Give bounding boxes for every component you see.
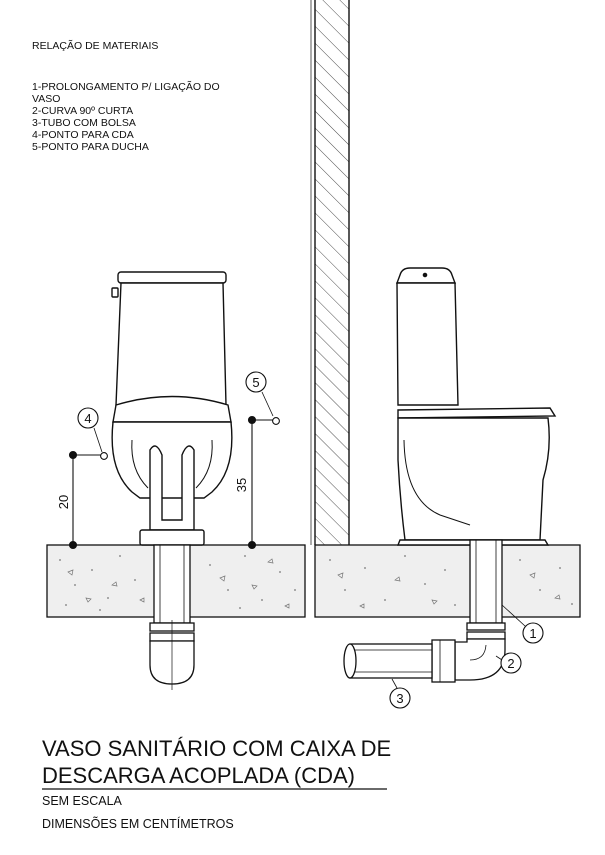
material-item-1: 1-PROLONGAMENTO P/ LIGAÇÃO DO [32,81,220,93]
title-line-1: VASO SANITÁRIO COM CAIXA DE [42,736,392,761]
callout-label-2: 2 [507,656,514,671]
material-item-2: 2-CURVA 90º CURTA [32,105,134,117]
title-line-2: DESCARGA ACOPLADA (CDA) [42,763,355,788]
callout-5: 5 [245,371,274,417]
materials-heading: RELAÇÃO DE MATERIAIS [32,40,159,52]
callout-label-5: 5 [252,375,259,390]
material-item-5: 5-PONTO PARA DUCHA [32,141,149,153]
toilet-front-view [111,271,233,546]
side-drain-assembly [343,539,506,683]
material-item-3: 3-TUBO COM BOLSA [32,117,136,129]
scale-note: SEM ESCALA [42,794,122,808]
dimension-label-cda: 20 [56,495,71,509]
material-item-4: 4-PONTO PARA CDA [32,129,134,141]
dimension-shower [247,415,280,550]
material-item-1-cont: VASO [32,93,61,105]
callout-label-3: 3 [396,691,403,706]
floor-slab-side [314,544,581,618]
callout-label-4: 4 [84,411,91,426]
callout-2: 2 [495,652,522,674]
front-drain-pipe [149,544,195,690]
toilet-side-view [395,267,557,546]
callout-label-1: 1 [529,626,536,641]
callout-1: 1 [501,604,544,644]
wall [310,0,350,545]
units-note: DIMENSÕES EM CENTÍMETROS [42,817,234,831]
callout-3: 3 [389,678,411,709]
callout-4: 4 [77,407,103,453]
dimension-label-shower: 35 [234,478,249,492]
dimension-cda [68,450,108,550]
